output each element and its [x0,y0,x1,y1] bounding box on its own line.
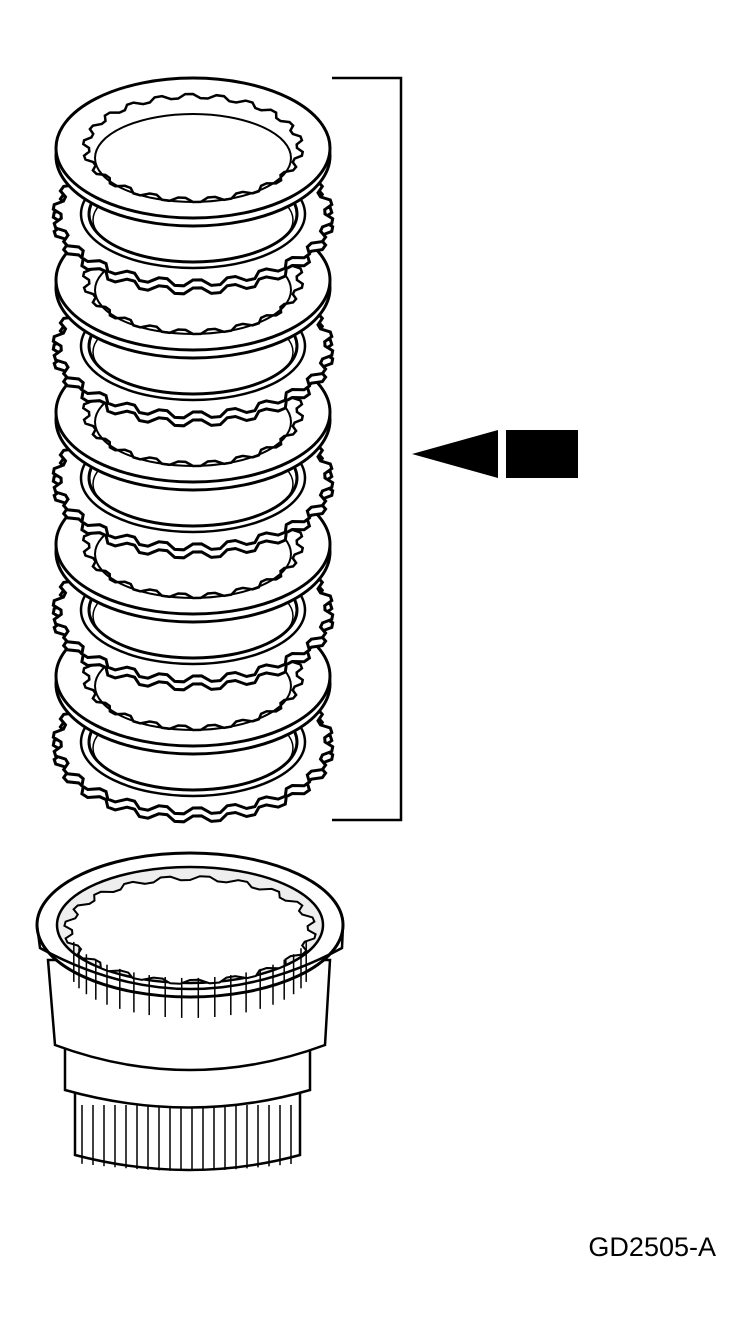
clutch-plate-stack [51,76,335,824]
clutch-pack-bracket [332,76,403,822]
figure-code: GD2505-A [588,1232,716,1262]
clutch-hub [35,851,345,1172]
steel-plate [54,76,332,228]
left-arrow-icon [412,430,578,478]
